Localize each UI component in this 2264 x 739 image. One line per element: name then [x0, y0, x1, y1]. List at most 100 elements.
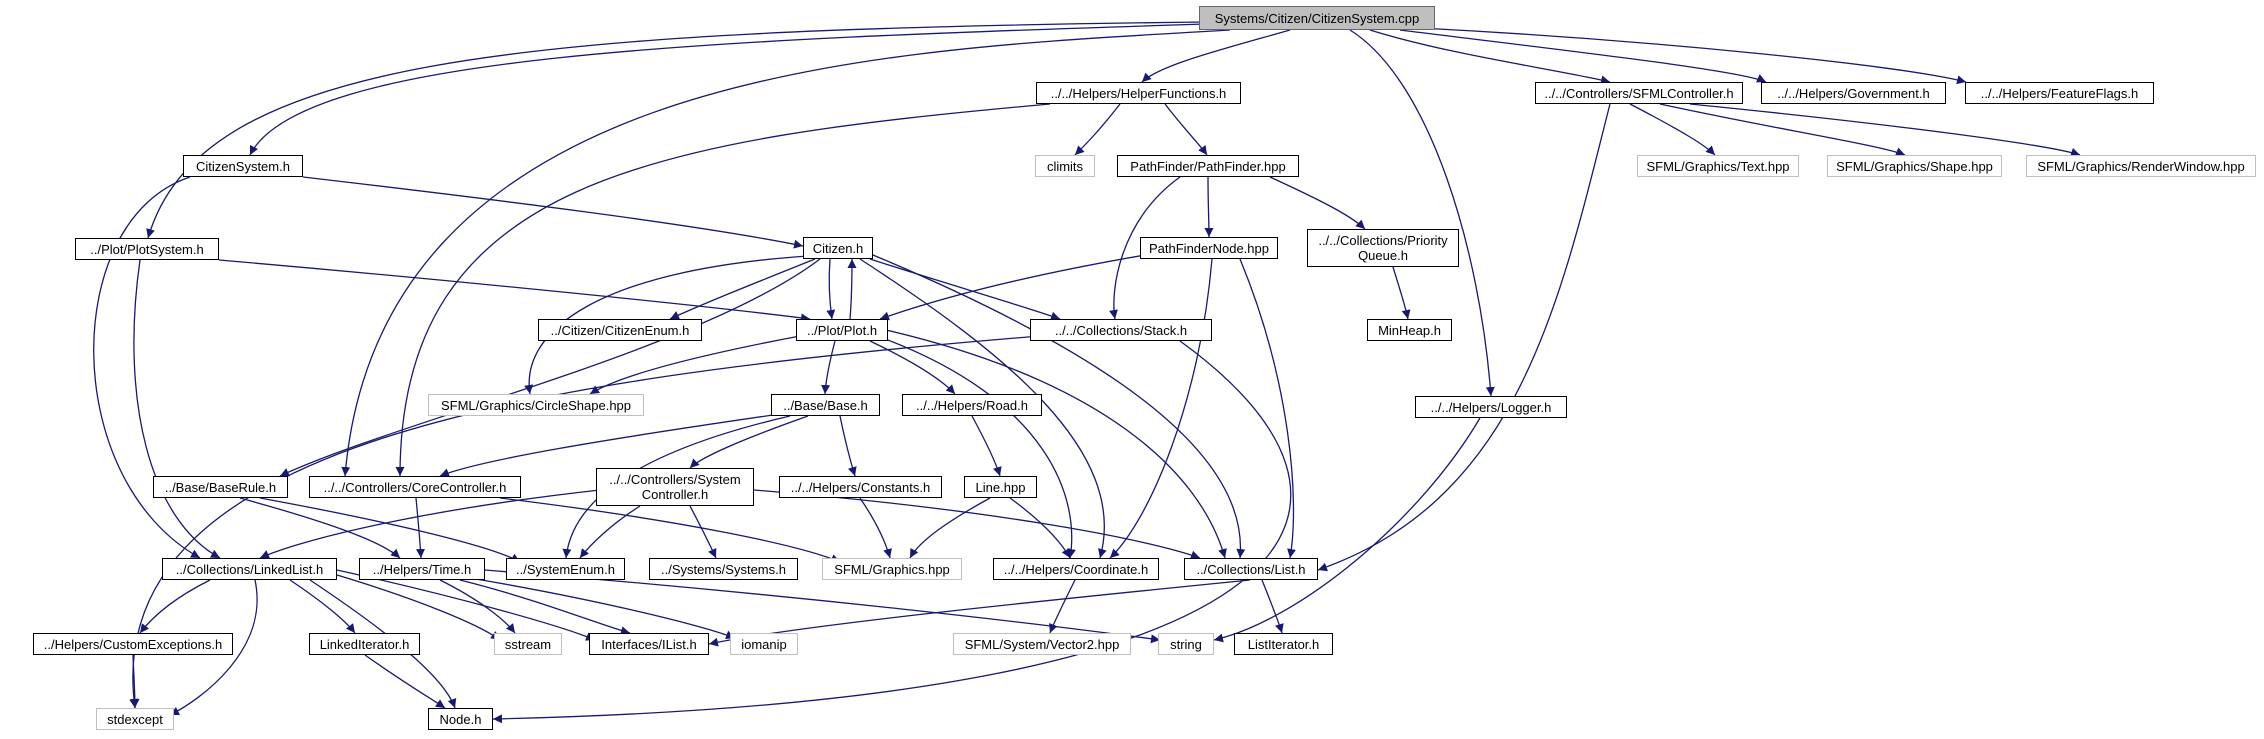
edge-pf-pqueue [1269, 176, 1366, 230]
edge-time-string [484, 569, 1161, 644]
edge-line-graphics [909, 497, 991, 559]
edge-cit-baserule [279, 258, 821, 477]
node-feature-flags[interactable]: ../../Helpers/FeatureFlags.h [1965, 82, 2154, 104]
node-sfml-text[interactable]: SFML/Graphics/Text.hpp [1637, 155, 1799, 177]
edge-pfn-list [1239, 258, 1296, 559]
edge-base-systemcontroller [689, 415, 809, 469]
edge-root-sfmlcontroller [1369, 29, 1611, 85]
node-sfml-shape[interactable]: SFML/Graphics/Shape.hpp [1827, 155, 2002, 177]
node-citizen-enum[interactable]: ../Citizen/CitizenEnum.h [538, 319, 702, 341]
node-logger[interactable]: ../../Helpers/Logger.h [1415, 396, 1567, 418]
edge-base-constants [839, 415, 857, 477]
node-linked-list[interactable]: ../Collections/LinkedList.h [162, 558, 337, 580]
edge-cit-stack [869, 258, 1061, 321]
edge-cit-list [872, 254, 1246, 559]
node-sfml-controller[interactable]: ../../Controllers/SFMLController.h [1535, 82, 1743, 104]
node-citizen-h[interactable]: Citizen.h [803, 237, 873, 259]
node-system-controller[interactable]: ../../Controllers/System Controller.h [596, 468, 754, 506]
edge-li-node [364, 654, 446, 709]
node-constants-h[interactable]: ../../Helpers/Constants.h [779, 476, 942, 498]
node-helper-functions[interactable]: ../../Helpers/HelperFunctions.h [1036, 82, 1241, 104]
edge-root-plotsystem [146, 21, 1206, 239]
edge-root-government [1399, 29, 1767, 83]
node-base-rule[interactable]: ../Base/BaseRule.h [153, 476, 288, 498]
edge-pfn-plot [879, 254, 1146, 321]
edge-stack-stdexcept [129, 335, 1041, 709]
edge-list-listiterator [1261, 579, 1284, 634]
edge-road-line [971, 415, 1002, 477]
edge-ps-plot [218, 259, 811, 323]
node-line-hpp[interactable]: Line.hpp [964, 476, 1037, 498]
edge-sfc-renderwindow [1689, 103, 2081, 157]
edge-coord-vector2 [1049, 579, 1076, 634]
edge-cit-enum [669, 258, 816, 320]
node-pathfinder-node[interactable]: PathFinderNode.hpp [1140, 237, 1278, 259]
edge-ll-stdexcept [169, 579, 258, 716]
node-plot-system[interactable]: ../Plot/PlotSystem.h [75, 238, 219, 260]
node-list-iterator[interactable]: ListIterator.h [1234, 633, 1333, 655]
edge-cc-graphics [499, 497, 841, 563]
edge-plot-base [821, 340, 836, 395]
edge-ll-sstream [336, 574, 501, 641]
edge-hf-corecontroller [395, 103, 1051, 477]
node-list-h[interactable]: ../Collections/List.h [1184, 558, 1318, 580]
edge-sc-linkedlist [259, 489, 601, 559]
node-min-heap[interactable]: MinHeap.h [1367, 319, 1452, 341]
node-sfml-renderwindow[interactable]: SFML/Graphics/RenderWindow.hpp [2026, 155, 2256, 177]
edge-sfc-list [1317, 103, 1611, 572]
edge-pfn-coord [1109, 258, 1213, 559]
node-stack-h[interactable]: ../../Collections/Stack.h [1030, 319, 1212, 341]
edge-pf-pfnode [1204, 176, 1214, 238]
edge-root-citizensystem [249, 23, 1206, 156]
node-coordinate-h[interactable]: ../../Helpers/Coordinate.h [993, 558, 1159, 580]
node-custom-exceptions[interactable]: ../Helpers/CustomExceptions.h [33, 633, 233, 655]
node-climits[interactable]: climits [1035, 155, 1095, 177]
node-core-controller[interactable]: ../../Controllers/CoreController.h [309, 476, 521, 498]
edge-time-iomanip [469, 577, 736, 640]
node-base-h[interactable]: ../Base/Base.h [771, 394, 880, 416]
node-time-h[interactable]: ../Helpers/Time.h [359, 558, 485, 580]
node-citizen-system-cpp[interactable]: Systems/Citizen/CitizenSystem.cpp [1199, 6, 1435, 30]
node-linked-iterator[interactable]: LinkedIterator.h [309, 633, 420, 655]
edge-plot-road [869, 340, 956, 395]
node-priority-queue[interactable]: ../../Collections/Priority Queue.h [1307, 229, 1459, 267]
node-ilist[interactable]: Interfaces/IList.h [589, 633, 709, 655]
edge-sc-list [753, 489, 1201, 560]
edge-plot-list [885, 329, 1227, 559]
node-pathfinder[interactable]: PathFinder/PathFinder.hpp [1117, 155, 1299, 177]
edge-cs-linkedlist [93, 176, 201, 559]
node-sfml-graphics[interactable]: SFML/Graphics.hpp [822, 558, 962, 580]
edge-ll-ilist [336, 569, 596, 641]
node-circle-shape[interactable]: SFML/Graphics/CircleShape.hpp [428, 394, 644, 416]
node-string[interactable]: string [1158, 633, 1214, 655]
node-systems-h[interactable]: ../Systems/Systems.h [649, 558, 798, 580]
node-sstream[interactable]: sstream [494, 633, 562, 655]
edge-pf-stack [1109, 176, 1181, 320]
node-sfml-vector2[interactable]: SFML/System/Vector2.hpp [953, 633, 1131, 655]
edge-ll-linkediter [289, 579, 356, 634]
node-stdexcept[interactable]: stdexcept [96, 708, 174, 730]
node-government[interactable]: ../../Helpers/Government.h [1761, 82, 1946, 104]
edge-time-sstream [439, 579, 516, 634]
edge-br-time [239, 497, 401, 559]
edge-plot-coord [879, 336, 1076, 559]
edge-ce-stdexcept [130, 654, 140, 709]
edge-plot-cit [847, 258, 857, 320]
edge-sfc-shape [1659, 103, 1906, 156]
edge-root-helperfunctions [1141, 29, 1291, 83]
node-system-enum[interactable]: ../SystemEnum.h [506, 558, 625, 580]
edge-time-ilist [459, 579, 631, 636]
node-node-h[interactable]: Node.h [428, 708, 493, 730]
edge-sc-systemenum [579, 505, 641, 559]
node-road-h[interactable]: ../../Helpers/Road.h [902, 394, 1042, 416]
node-iomanip[interactable]: iomanip [730, 633, 798, 655]
edge-pq-minheap [1392, 266, 1411, 320]
edge-line-coord [1009, 497, 1071, 559]
edge-plot-circle [589, 335, 801, 395]
node-citizen-system-h[interactable]: CitizenSystem.h [183, 155, 303, 177]
edge-const-graphics [859, 497, 892, 559]
edge-cs-citizen [302, 176, 804, 249]
edge-br-systemenum [259, 497, 521, 563]
node-plot-h[interactable]: ../Plot/Plot.h [796, 319, 888, 341]
edge-cc-time [415, 497, 425, 559]
